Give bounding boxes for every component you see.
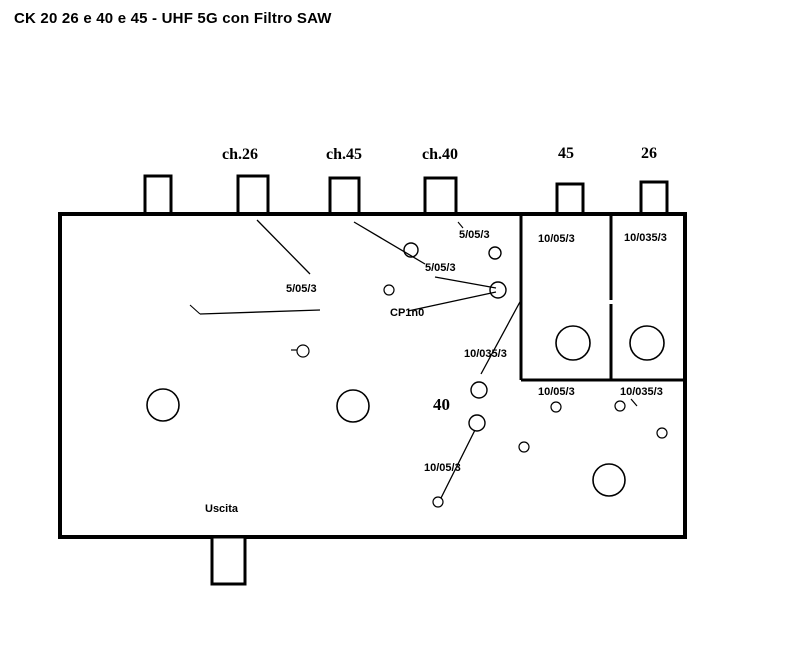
cavity-center[interactable] — [336, 389, 370, 423]
code-10-035-3-main: 10/035/3 — [464, 348, 507, 360]
label-26: 26 — [641, 145, 657, 162]
output-connector[interactable] — [210, 535, 247, 586]
title-text: CK 20 26 e 40 e 45 - UHF 5G con Filtro S… — [14, 10, 332, 27]
leader-cp1n0-to-node — [407, 291, 497, 312]
hole-mid-left — [296, 344, 310, 358]
label-filter-40: 40 — [433, 395, 450, 414]
top-connector-ch26[interactable] — [236, 174, 270, 216]
label-uscita: Uscita — [205, 503, 239, 515]
tuning-screw-right-compartment[interactable] — [629, 325, 665, 361]
code-compartment-left-inside: 10/05/3 — [538, 233, 575, 245]
tick-mark-right-compartment — [630, 398, 638, 407]
code-5-05-3-center: 5/05/3 — [425, 262, 456, 274]
hole-40-lower — [468, 414, 486, 432]
hole-mid-upper-center — [403, 242, 419, 258]
code-cp1n0: CP1n0 — [390, 307, 424, 319]
hole-under-left-compartment — [550, 401, 562, 413]
code-compartment-right-inside: 10/035/3 — [624, 232, 667, 244]
label-ch45: ch.45 — [326, 146, 362, 163]
cavity-right[interactable] — [592, 463, 626, 497]
top-connector-45[interactable] — [555, 182, 585, 216]
label-ch26: ch.26 — [222, 146, 258, 163]
hole-mid-center — [383, 284, 395, 296]
hole-lower-mid-right — [518, 441, 530, 453]
code-5-05-3-left: 5/05/3 — [286, 283, 317, 295]
top-connector-ch40[interactable] — [423, 176, 458, 216]
top-connector-unlabeled[interactable] — [143, 174, 173, 216]
tick-upper-right — [457, 221, 464, 229]
diagram-title: CK 20 26 e 40 e 45 - UHF 5G con Filtro S… — [14, 10, 332, 28]
leader-code-to-node-upper — [434, 276, 497, 289]
top-connector-26[interactable] — [639, 180, 669, 216]
hole-under-right-compartment — [614, 400, 626, 412]
tick-cp1n0-left-end — [189, 304, 201, 315]
tuning-screw-left-compartment[interactable] — [555, 325, 591, 361]
hole-node-right[interactable] — [489, 281, 507, 299]
leader-10-035-3-main — [480, 299, 522, 375]
code-10-05-3-main: 10/05/3 — [424, 462, 461, 474]
leader-ch26-to-code — [256, 219, 311, 275]
hole-upper-right — [488, 246, 502, 260]
code-compartment-left-below: 10/05/3 — [538, 386, 575, 398]
top-connector-ch45[interactable] — [328, 176, 361, 216]
leader-cp1n0-to-left — [199, 309, 321, 315]
code-compartment-right-below: 10/035/3 — [620, 386, 663, 398]
cavity-left[interactable] — [146, 388, 180, 422]
hole-lower-right-small — [656, 427, 668, 439]
label-ch40: ch.40 — [422, 146, 458, 163]
leader-10-05-3-main — [440, 429, 476, 499]
hole-bottom-center — [432, 496, 444, 508]
label-45: 45 — [558, 145, 574, 162]
enclosure-body — [58, 212, 687, 539]
code-5-05-3-right: 5/05/3 — [459, 229, 490, 241]
hole-40-upper — [470, 381, 488, 399]
